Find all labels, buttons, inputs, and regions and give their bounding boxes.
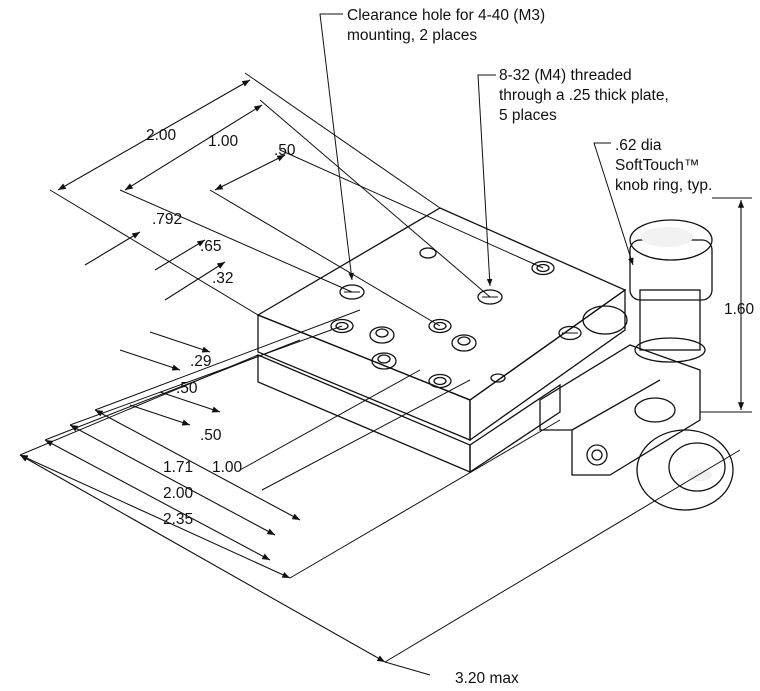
dim-label-1-60: 1.60 [724,301,755,318]
knob-callout-line1: .62 dia [615,137,662,154]
cap-screw [369,326,395,344]
dim-label-050-lower: .50 [200,427,222,444]
small-hole [419,247,437,259]
dim-label-050-top: .50 [274,142,296,159]
dim-label-1-00-top: 1.00 [208,133,239,150]
threaded-hole [330,318,354,334]
threaded-hole [428,318,452,334]
dim-label-2-00-top: 2.00 [146,127,177,144]
dim-label-065: .65 [200,238,222,255]
bottom-dimension-lines [19,309,741,676]
top-plate-right-side [469,288,626,442]
dim-label-1-00-bottom: 1.00 [212,459,243,476]
threaded-hole [531,260,555,276]
dim-label-029: .29 [190,353,212,370]
dim-label-2-00-bottom: 2.00 [163,485,194,502]
dim-label-3-20-max: 3.20 max [455,670,519,687]
threaded-hole [428,373,452,389]
cap-screw [451,334,477,352]
translation-stage [256,207,734,511]
threaded-hole [558,325,582,341]
clearance-callout-line1: Clearance hole for 4-40 (M3) [347,7,545,24]
dim-label-1-71: 1.71 [163,459,193,476]
base-plate-right-side [469,383,561,474]
knob-callout-line3: knob ring, typ. [615,177,712,194]
callout-leaders [319,13,634,287]
small-hole [490,373,506,383]
dim-label-050-left: .50 [176,380,198,397]
top-plate-face [256,207,627,401]
top-knob [582,219,713,363]
dim-label-2-35: 2.35 [163,511,193,528]
dim-label-0792: .792 [152,211,182,228]
side-screw [586,444,608,466]
threaded-callout-line1: 8-32 (M4) threaded [499,67,632,84]
base-plate-front-side [257,354,471,473]
left-dimension-lines [84,231,226,426]
dim-label-032: .32 [212,270,234,287]
top-dimension-lines [49,72,544,327]
knob-callout-line2: SoftTouch™ [615,157,699,174]
threaded-callout-line3: 5 places [499,107,557,124]
cap-screw [371,352,397,370]
threaded-callout-line2: through a .25 thick plate, [499,87,669,104]
height-dimension [700,197,752,413]
side-knob [634,397,734,511]
clearance-callout-line2: mounting, 2 places [347,27,477,44]
carriage-block [539,344,701,476]
